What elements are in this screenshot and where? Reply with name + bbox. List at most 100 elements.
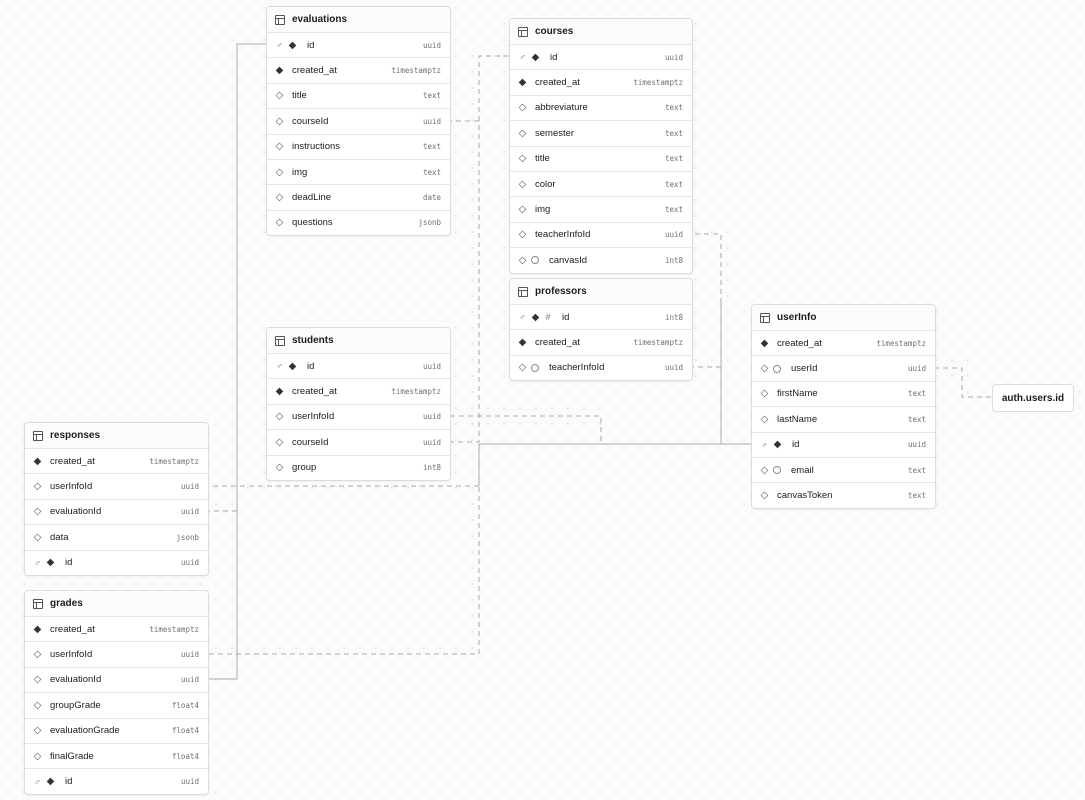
table-header[interactable]: evaluations xyxy=(267,7,450,32)
nullable-diamond-icon: ◇ xyxy=(33,481,42,493)
column-icons: ◇ xyxy=(275,217,284,228)
column-type: int8 xyxy=(664,255,683,265)
column-name: userInfoId xyxy=(292,411,335,423)
column-type: jsonb xyxy=(418,218,441,228)
column-type: jsonb xyxy=(176,532,199,542)
key-icon: ♂ xyxy=(519,52,526,63)
column-name: img xyxy=(292,166,308,178)
table-header[interactable]: students xyxy=(267,328,450,353)
table-header[interactable]: grades xyxy=(25,591,208,616)
table-header[interactable]: userInfo xyxy=(752,305,935,330)
key-icon: ♂ xyxy=(276,361,283,372)
not-null-diamond-icon: ◆ xyxy=(760,337,769,349)
column-icons: ◇ xyxy=(518,179,527,190)
nullable-diamond-icon: ◇ xyxy=(275,90,284,102)
nullable-diamond-icon: ◇ xyxy=(33,674,42,686)
column-type: timestamptz xyxy=(633,338,683,348)
column-name: created_at xyxy=(535,77,580,89)
key-icon: ♂ xyxy=(276,40,283,51)
column-icons: ◇ xyxy=(518,204,527,215)
table-header[interactable]: responses xyxy=(25,423,208,448)
table-name: courses xyxy=(535,26,574,37)
table-icon xyxy=(760,312,770,323)
not-null-diamond-icon: ◆ xyxy=(531,51,540,63)
column-name: lastName xyxy=(777,413,818,425)
not-null-diamond-icon: ◆ xyxy=(275,386,284,398)
column-type: uuid xyxy=(422,361,441,371)
column-type: text xyxy=(907,414,926,424)
key-icon: ♂ xyxy=(519,312,526,323)
column-icons: ♂◆ xyxy=(518,52,540,63)
column-name: groupGrade xyxy=(50,699,101,711)
column-icons: ◇ xyxy=(33,751,42,762)
column-icons: ◇ xyxy=(275,116,284,127)
auth-users-reference[interactable]: auth.users.id xyxy=(992,384,1074,412)
table-header[interactable]: courses xyxy=(510,19,692,44)
column-icons: ◆ xyxy=(518,337,527,348)
column-name: semester xyxy=(535,127,575,139)
column-icons: ◆ xyxy=(275,386,284,397)
column-icons: ◇ xyxy=(518,362,539,373)
column-name: courseId xyxy=(292,115,329,127)
table-name: professors xyxy=(535,286,587,297)
column-name: created_at xyxy=(292,386,337,398)
column-type: text xyxy=(422,91,441,101)
table-header[interactable]: professors xyxy=(510,279,692,304)
nullable-diamond-icon: ◇ xyxy=(275,141,284,153)
column-icons: ◇ xyxy=(518,255,539,266)
column-icons: ◇ xyxy=(275,167,284,178)
column-name: id xyxy=(550,51,558,63)
